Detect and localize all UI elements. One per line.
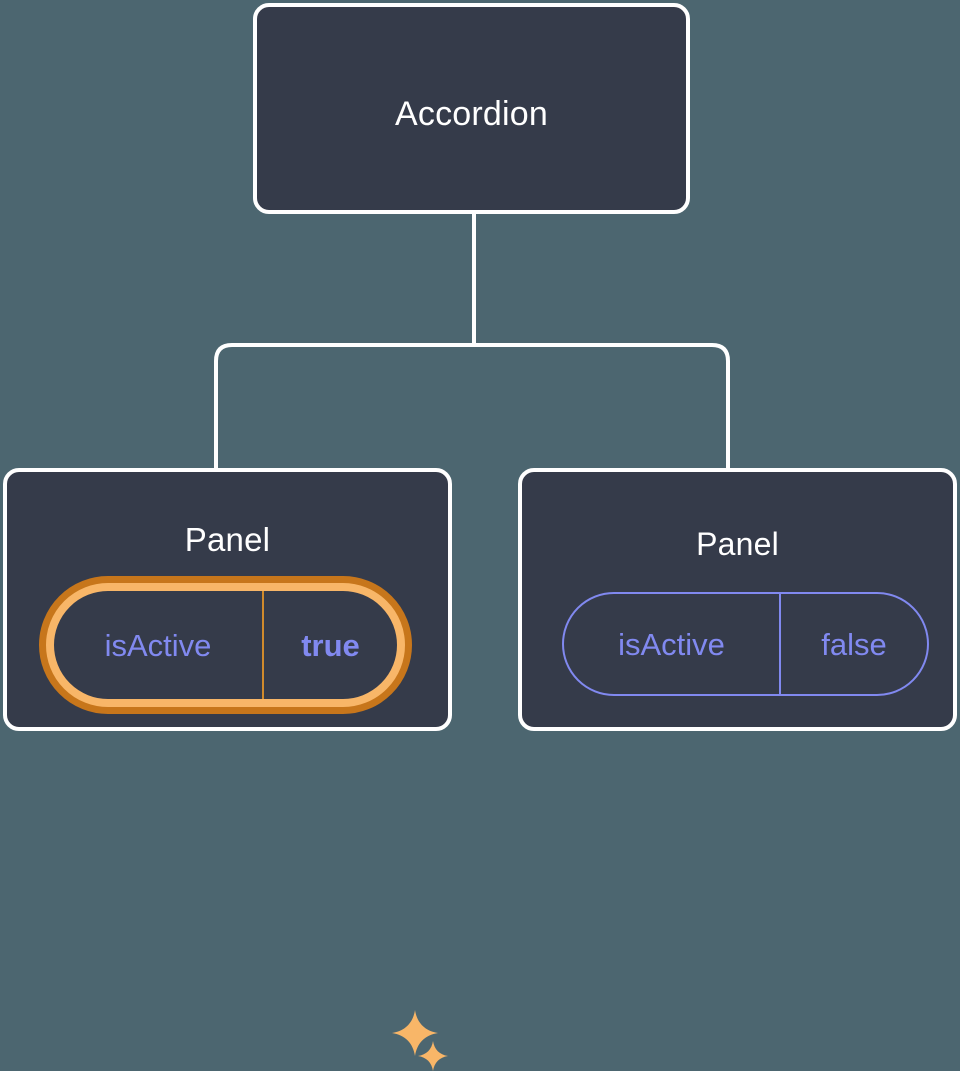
prop-key: isActive — [564, 594, 781, 694]
prop-key: isActive — [54, 591, 264, 699]
diagram-canvas: Accordion Panel isActive true Panel isAc… — [3, 3, 957, 1071]
node-accordion[interactable]: Accordion — [253, 3, 690, 214]
prop-value: false — [821, 626, 887, 662]
node-accordion-title: Accordion — [395, 95, 548, 133]
node-panel-inactive-title: Panel — [696, 526, 779, 562]
prop-value: true — [301, 627, 360, 663]
node-panel-inactive[interactable]: Panel isActive false — [518, 468, 957, 731]
prop-pill-body: isActive true — [46, 583, 405, 707]
connector-branch-left — [214, 343, 474, 468]
prop-pill-glow-ring — [39, 576, 412, 714]
connector-branch-right — [474, 343, 730, 468]
node-panel-active[interactable]: Panel isActive true — [3, 468, 452, 1071]
sparkle-icon — [418, 1041, 448, 1071]
prop-pill[interactable]: isActive false — [562, 592, 929, 696]
prop-pill-highlighted[interactable]: isActive true — [39, 576, 412, 714]
node-panel-active-title: Panel — [184, 521, 271, 558]
